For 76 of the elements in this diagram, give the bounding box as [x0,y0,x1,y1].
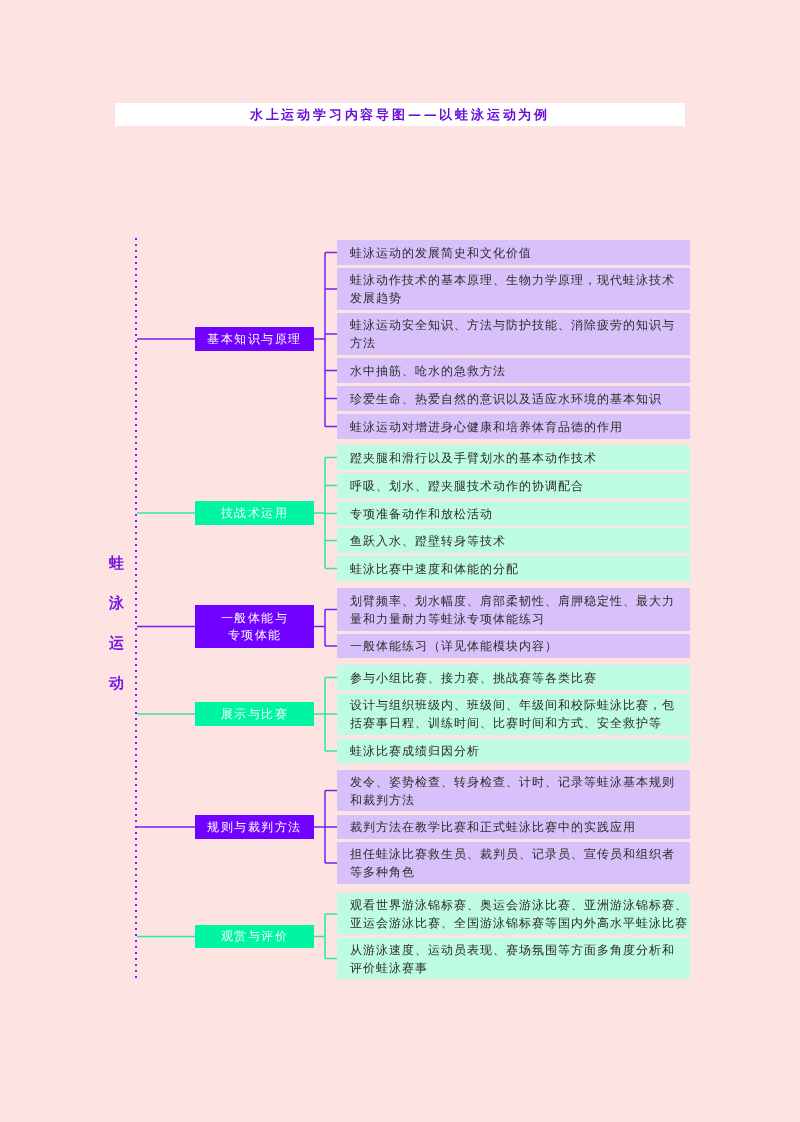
content-text: 蛙泳动作技术的基本原理、生物力学原理，现代蛙泳技术发展趋势 [350,272,676,307]
content-item [337,588,690,631]
content-item [337,634,690,658]
connector-line [136,713,196,715]
content-item [337,240,690,265]
content-item [337,938,690,979]
connector-line [324,333,338,335]
content-item [337,473,690,498]
connector-line [136,512,196,514]
connector-line [136,826,196,828]
category-label [195,605,314,648]
connector-line [324,826,338,828]
content-text: 蹬夹腿和滑行以及手臂划水的基本动作技术 [350,449,597,467]
content-text: 鱼跃入水、蹬壁转身等技术 [350,532,506,550]
category-label [195,815,314,839]
connector-line [313,456,326,570]
content-text: 参与小组比赛、接力赛、挑战赛等各类比赛 [350,669,597,687]
content-text: 发令、姿势检查、转身检查、计时、记录等蛙泳基本规则和裁判方法 [350,773,676,809]
category-text: 一般体能与专项体能 [219,609,290,644]
content-text: 蛙泳运动安全知识、方法与防护技能、消除疲劳的知识与方法 [350,317,676,352]
content-item [337,386,690,411]
content-text: 蛙泳比赛中速度和体能的分配 [350,560,519,578]
category-text: 展示与比赛 [220,705,289,723]
category-text: 基本知识与原理 [207,330,302,348]
connector-line [324,750,338,752]
content-item [337,414,690,439]
content-text: 裁判方法在教学比赛和正式蛙泳比赛中的实践应用 [350,819,636,836]
content-item [337,665,690,690]
content-item [337,528,690,553]
connector-line [136,338,196,340]
topic-label: 蛙泳运动 [109,553,124,694]
connector-line [313,913,326,960]
content-text: 观看世界游泳锦标赛、奥运会游泳比赛、亚洲游泳锦标赛、亚运会游泳比赛、全国游泳锦标赛等国内外高水平蛙泳比赛 [350,897,689,932]
content-item [337,445,690,470]
connector-line [324,862,338,864]
content-item [337,693,690,735]
category-label [195,925,314,948]
content-text: 从游泳速度、运动员表现、赛场氛围等方面多角度分析和评价蛙泳赛事 [350,941,676,977]
connector-line [324,713,338,715]
content-text: 划臂频率、划水幅度、肩部柔韧性、肩胛稳定性、最大力量和力量耐力等蛙泳专项体能练习 [350,592,676,628]
category-label [195,327,314,351]
content-item [337,501,690,526]
content-text: 珍爱生命、热爱自然的意识以及适应水环境的基本知识 [350,390,662,408]
content-text: 蛙泳运动对增进身心健康和培养体育品德的作用 [350,418,623,436]
category-label [195,702,314,726]
connector-line [313,676,326,752]
content-item [337,313,690,355]
connector-line [324,913,338,915]
category-text: 规则与裁判方法 [207,818,302,836]
category-text: 技战术运用 [220,504,289,522]
content-text: 担任蛙泳比赛救生员、裁判员、记录员、宣传员和组织者等多种角色 [350,846,676,881]
content-text: 蛙泳运动的发展简史和文化价值 [350,244,532,262]
content-text: 呼吸、划水、蹬夹腿技术动作的协调配合 [350,477,584,495]
content-item [337,893,690,935]
content-text: 专项准备动作和放松活动 [350,505,493,523]
connector-line [313,789,326,864]
content-text: 水中抽筋、呛水的急救方法 [350,362,506,380]
connector-line [313,251,326,428]
content-item [337,556,690,581]
connector-line [324,288,338,290]
content-text: 蛙泳比赛成绩归因分析 [350,743,480,760]
connector-line [313,608,326,647]
connector-line [324,645,338,647]
content-text: 一般体能练习（详见体能模块内容） [350,638,558,655]
content-item [337,842,690,884]
connector-line [136,935,196,938]
content-item [337,815,690,839]
category-text: 观赏与评价 [220,928,289,945]
diagram-title: 水上运动学习内容导图——以蛙泳运动为例 [249,105,551,124]
content-item [337,268,690,310]
connector-line [136,625,196,628]
content-item [337,739,690,763]
content-item [337,770,690,811]
category-label [195,501,314,525]
content-item [337,358,690,383]
content-text: 设计与组织班级内、班级间、年级间和校际蛙泳比赛，包括赛事日程、训练时间、比赛时间和方式、安全救护等 [350,697,676,732]
